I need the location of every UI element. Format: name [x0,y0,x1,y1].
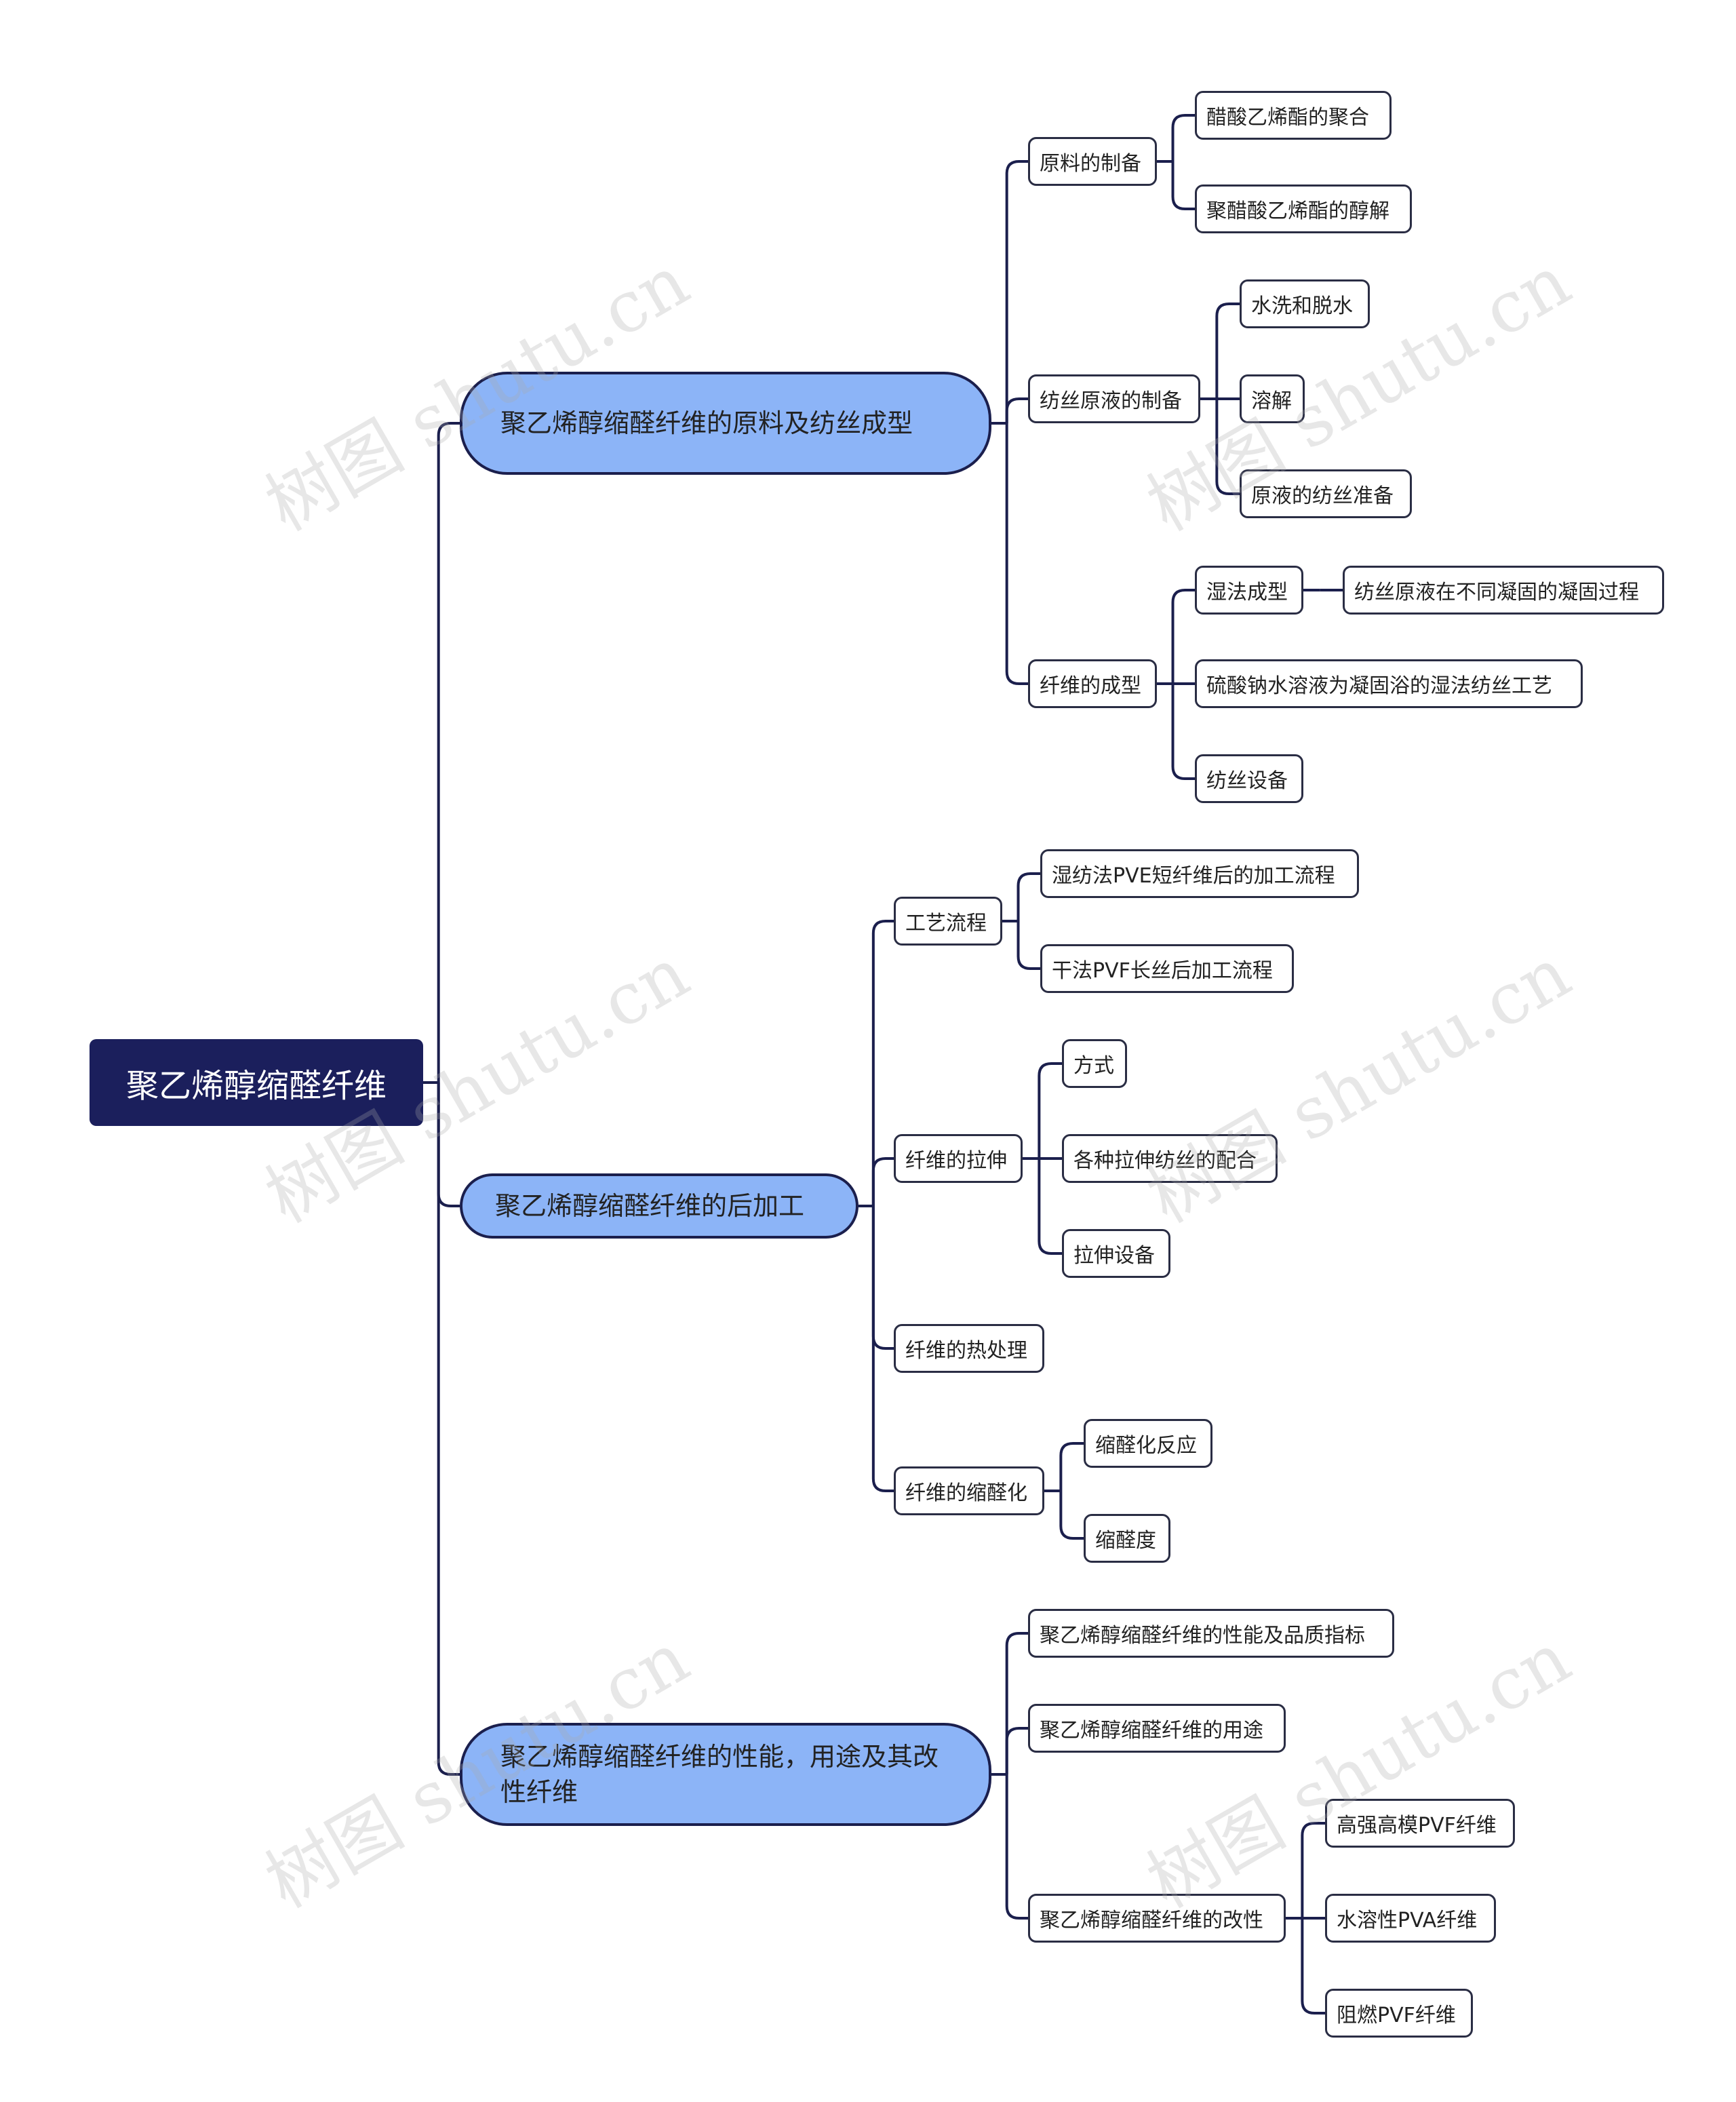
topic-spinning-dope-prep[interactable]: 纺丝原液的制备 [1028,374,1200,423]
connector-line [1171,589,1195,684]
connector-line [1059,1442,1084,1491]
topic-drawing-spinning-combination[interactable]: 各种拉伸纺丝的配合 [1062,1134,1278,1183]
connector-line [1059,1491,1084,1540]
topic-pvac-alcoholysis[interactable]: 聚醋酸乙烯酯的醇解 [1195,184,1412,233]
topic-spinning-equipment[interactable]: 纺丝设备 [1195,754,1303,803]
branch-raw-material-spinning[interactable]: 聚乙烯醇缩醛纤维的原料及纺丝成型 [460,372,991,475]
topic-flame-retardant-pvf[interactable]: 阻燃PVF纤维 [1325,1989,1473,2038]
topic-acetalization-reaction[interactable]: 缩醛化反应 [1084,1419,1212,1468]
connector-line [1005,397,1028,423]
branch-post-processing[interactable]: 聚乙烯醇缩醛纤维的后加工 [460,1173,859,1239]
topic-dope-spinning-preparation[interactable]: 原液的纺丝准备 [1240,469,1412,518]
topic-coagulation-process[interactable]: 纺丝原液在不同凝固的凝固过程 [1343,566,1664,615]
connector-line [1171,114,1195,161]
connector-line [437,1083,460,1207]
connector-line [871,920,894,1206]
topic-sodium-sulfate-wet-spinning[interactable]: 硫酸钠水溶液为凝固浴的湿法纺丝工艺 [1195,659,1583,708]
connector-line [1215,399,1240,495]
topic-wet-pve-staple-flow[interactable]: 湿纺法PVE短纤维后的加工流程 [1040,849,1359,898]
connector-line [871,1157,894,1206]
topic-high-strength-pvf[interactable]: 高强高模PVF纤维 [1325,1799,1515,1848]
connector-line [1017,872,1040,921]
connector-line [1171,684,1195,780]
topic-fiber-forming[interactable]: 纤维的成型 [1028,659,1157,708]
topic-properties-quality[interactable]: 聚乙烯醇缩醛纤维的性能及品质指标 [1028,1609,1394,1658]
topic-process-flow[interactable]: 工艺流程 [894,897,1002,946]
topic-drawing-equipment[interactable]: 拉伸设备 [1062,1229,1170,1278]
connector-line [1215,303,1240,399]
connector-line [1171,161,1195,210]
topic-method[interactable]: 方式 [1062,1039,1127,1088]
connector-line [1005,1727,1028,1774]
topic-wet-forming[interactable]: 湿法成型 [1195,566,1303,615]
topic-raw-material-prep[interactable]: 原料的制备 [1028,137,1157,186]
topic-dry-pvf-filament-flow[interactable]: 干法PVF长丝后加工流程 [1040,944,1294,993]
topic-water-soluble-pva[interactable]: 水溶性PVA纤维 [1325,1894,1496,1943]
root-node[interactable]: 聚乙烯醇缩醛纤维 [90,1039,423,1126]
connector-line [1005,423,1028,685]
connector-line [1017,921,1040,970]
connector-line [871,1206,894,1350]
branch-properties-uses[interactable]: 聚乙烯醇缩醛纤维的性能，用途及其改性纤维 [460,1723,991,1826]
connector-line [1301,1822,1325,1918]
connector-line [871,1206,894,1492]
connector-line [1005,1632,1028,1774]
topic-fiber-drawing[interactable]: 纤维的拉伸 [894,1134,1023,1183]
topic-washing-dewatering[interactable]: 水洗和脱水 [1240,279,1370,328]
connector-line [437,422,460,1083]
connector-line [1005,1774,1028,1920]
topic-acetalization[interactable]: 纤维的缩醛化 [894,1466,1044,1515]
topic-uses[interactable]: 聚乙烯醇缩醛纤维的用途 [1028,1704,1286,1753]
connector-line [437,1083,460,1776]
connector-line [1038,1062,1062,1159]
topic-vinyl-acetate-polymerization[interactable]: 醋酸乙烯酯的聚合 [1195,91,1392,140]
topic-modification[interactable]: 聚乙烯醇缩醛纤维的改性 [1028,1894,1286,1943]
topic-heat-treatment[interactable]: 纤维的热处理 [894,1324,1044,1373]
topic-acetalization-degree[interactable]: 缩醛度 [1084,1514,1170,1563]
topic-dissolution[interactable]: 溶解 [1240,374,1305,423]
connector-line [1301,1918,1325,2015]
connector-line [1038,1159,1062,1255]
connector-line [1005,160,1028,423]
